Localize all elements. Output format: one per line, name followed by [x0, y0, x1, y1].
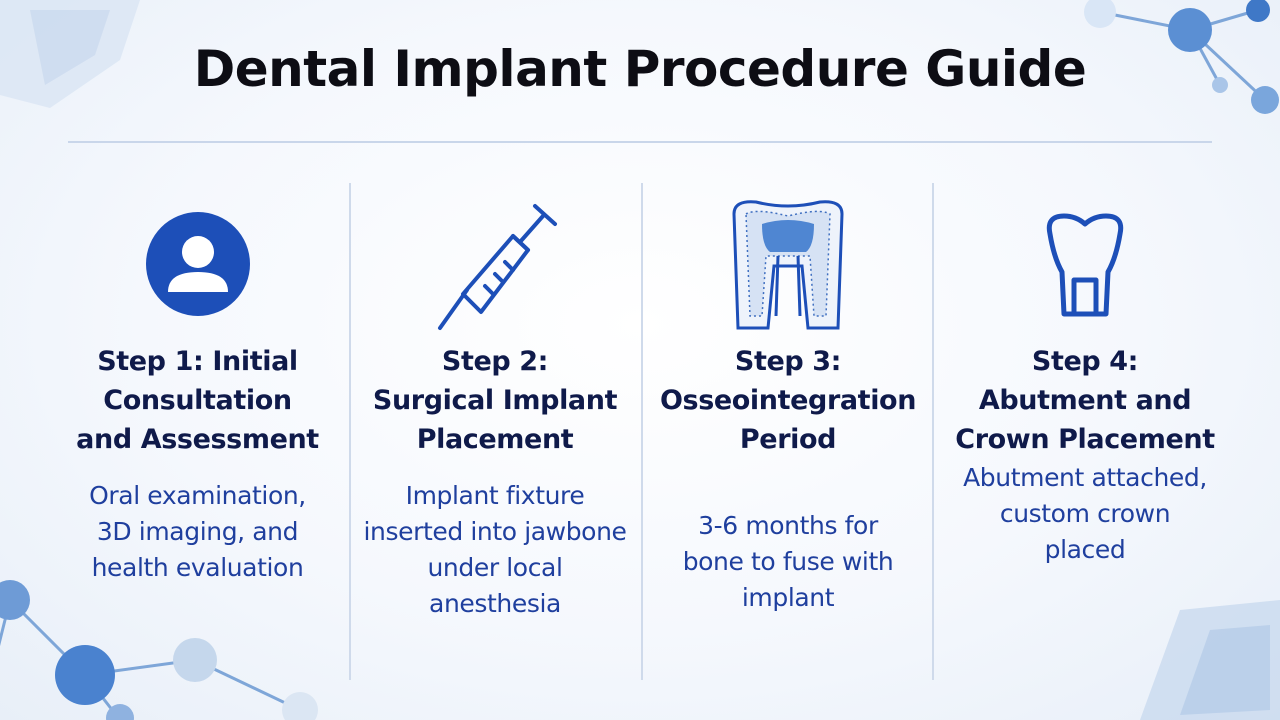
syringe-icon: [438, 204, 557, 330]
step-description: Oral examination, 3D imaging, and health…: [89, 481, 306, 582]
step-description: Implant fixture inserted into jawbone un…: [363, 481, 627, 618]
step-card-4: Step 4: Abutment and Crown Placement Abu…: [940, 190, 1230, 670]
step-card-2: Step 2: Surgical Implant Placement Impla…: [355, 190, 635, 670]
step-card-3: Step 3: Osseointegration Period 3-6 mont…: [648, 190, 928, 670]
step-title: Step 3: Osseointegration Period: [659, 346, 917, 455]
page-title: Dental Implant Procedure Guide: [193, 40, 1087, 98]
column-divider: [932, 183, 934, 680]
tooth-crown-icon: [1046, 213, 1124, 317]
step-card-1: Step 1: Initial Consultation and Assessm…: [60, 190, 335, 670]
step-title: Step 4: Abutment and Crown Placement: [955, 346, 1215, 455]
column-divider: [349, 183, 351, 680]
step-title: Step 1: Initial Consultation and Assessm…: [76, 346, 319, 455]
step-title: Step 2: Surgical Implant Placement: [372, 346, 618, 455]
person-icon: [145, 212, 250, 316]
step-description: Abutment attached, custom crown placed: [963, 463, 1207, 564]
title-divider: [68, 141, 1212, 143]
column-divider: [641, 183, 643, 680]
step-description: 3-6 months for bone to fuse with implant: [682, 511, 894, 612]
tooth-cross-section-icon: [732, 200, 844, 330]
